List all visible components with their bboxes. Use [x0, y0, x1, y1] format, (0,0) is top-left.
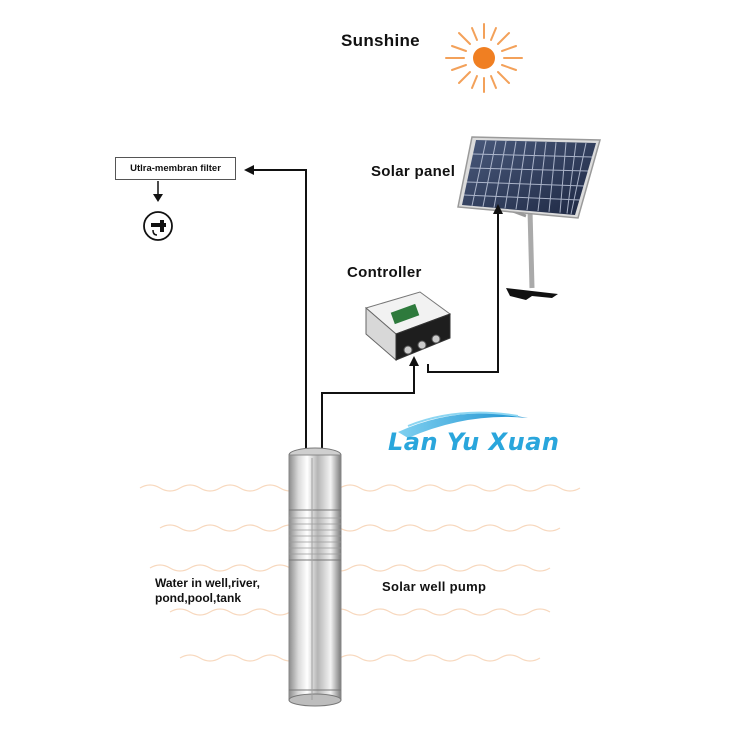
- water-waves: [139, 484, 581, 662]
- sunshine-label: Sunshine: [341, 31, 420, 50]
- arrowheads: [244, 165, 503, 366]
- filter-down-arrow: [153, 181, 163, 202]
- faucet-icon: [143, 211, 173, 241]
- solar-panel-label: Solar panel: [371, 163, 456, 180]
- brand-logo-text: Lan Yu Xuan: [388, 428, 560, 456]
- controller-box-icon: [364, 291, 452, 362]
- solar-well-pump-label: Solar well pump: [382, 579, 487, 594]
- pump-icon: [288, 447, 342, 707]
- brand-logo-wave: [398, 411, 528, 438]
- wires: [252, 169, 499, 470]
- solar-panel-icon: [457, 136, 601, 300]
- sun-icon: [445, 23, 523, 93]
- ultra-membrane-filter-box: Utlra-membran filter: [115, 157, 236, 180]
- controller-label: Controller: [347, 264, 422, 281]
- water-source-label: Water in well,river, pond,pool,tank: [155, 576, 260, 605]
